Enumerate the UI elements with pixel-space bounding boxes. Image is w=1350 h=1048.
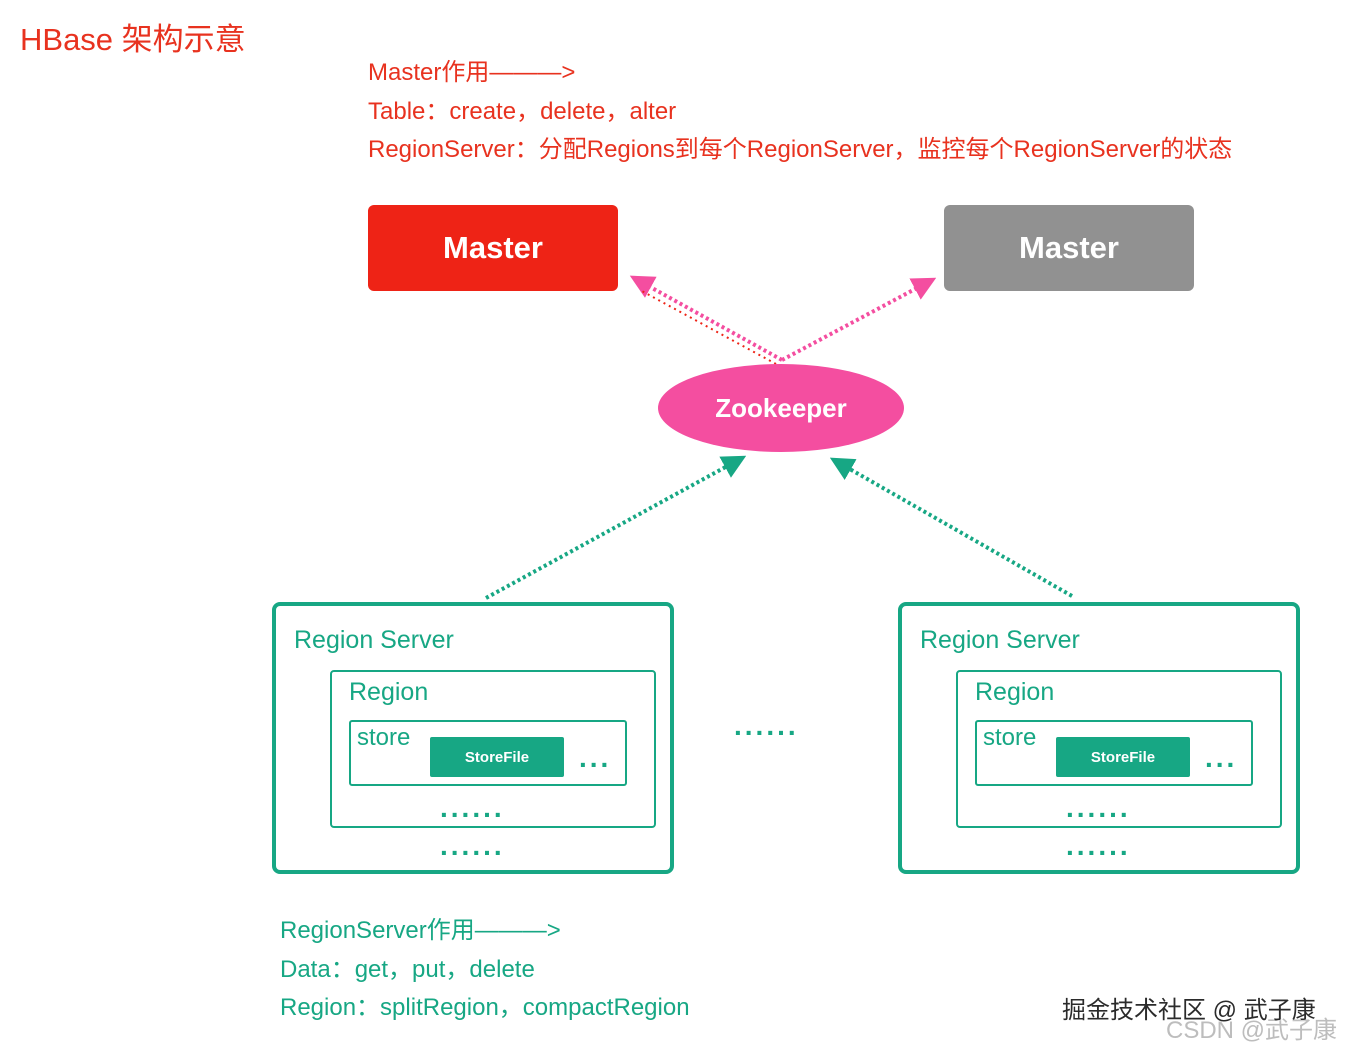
store-more-ellipsis: ... — [579, 742, 612, 773]
master-note-regionserver: RegionServer：分配Regions到每个RegionServer，监控… — [368, 136, 1233, 163]
store-label: store — [357, 724, 411, 751]
rs2-to-zk-arrow — [829, 457, 1073, 598]
rs1-to-zk-arrow — [485, 455, 747, 600]
store-box: store StoreFile ... — [975, 720, 1253, 786]
master-note-heading: Master作用———> — [368, 59, 576, 86]
region-label: Region — [975, 678, 1055, 706]
region-more-ellipsis: ...... — [1066, 792, 1131, 823]
region-server-label: Region Server — [920, 626, 1080, 654]
region-server-1: Region Server Region store StoreFile ...… — [272, 602, 674, 874]
zk-to-master-standby-arrow — [781, 277, 937, 362]
master-note-table: Table：create，delete，alter — [368, 98, 677, 125]
storefile-block: StoreFile — [1056, 737, 1190, 777]
watermark-juejin: 掘金技术社区 @ 武子康 — [1062, 997, 1316, 1024]
region-box: Region store StoreFile ... ...... — [330, 670, 656, 828]
storefile-block: StoreFile — [430, 737, 564, 777]
server-more-ellipsis: ...... — [1066, 830, 1131, 861]
master-standby-node: Master — [944, 205, 1194, 291]
region-label: Region — [349, 678, 429, 706]
store-label: store — [983, 724, 1037, 751]
region-server-label: Region Server — [294, 626, 454, 654]
regionserver-note-data: Data：get，put，delete — [280, 956, 535, 983]
region-server-2: Region Server Region store StoreFile ...… — [898, 602, 1300, 874]
between-servers-ellipsis: ...... — [734, 710, 799, 741]
store-box: store StoreFile ... — [349, 720, 627, 786]
region-box: Region store StoreFile ... ...... — [956, 670, 1282, 828]
master-active-node: Master — [368, 205, 618, 291]
diagram-title: HBase 架构示意 — [20, 22, 246, 57]
region-more-ellipsis: ...... — [440, 792, 505, 823]
regionserver-note-region: Region：splitRegion，compactRegion — [280, 994, 690, 1021]
zookeeper-node: Zookeeper — [658, 364, 904, 452]
regionserver-note-heading: RegionServer作用———> — [280, 917, 561, 944]
server-more-ellipsis: ...... — [440, 830, 505, 861]
zk-to-master-active-arrow — [629, 275, 783, 362]
zk-to-master-active-arrow-2 — [639, 289, 777, 365]
watermark-csdn: CSDN @武子康 — [1166, 1017, 1338, 1044]
store-more-ellipsis: ... — [1205, 742, 1238, 773]
